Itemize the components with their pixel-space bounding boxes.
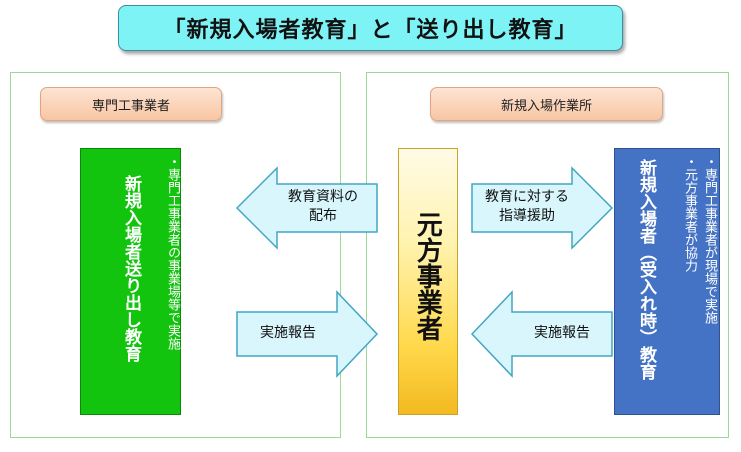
arrow-distribute-label-line2: 配布 — [309, 207, 337, 224]
arrow-distribute-materials — [235, 166, 378, 250]
onsite-education-title: 新規入場者（受入れ時）教育 — [636, 159, 656, 380]
box-dispatch-education: ・専門工事業者の事業場等で実施 新規入場者送り出し教育 — [80, 148, 181, 415]
diagram-title: 「新規入場者教育」と「送り出し教育」 — [118, 5, 623, 51]
box-prime-contractor: 元方事業者 — [398, 148, 458, 415]
box-onsite-education: ・専門工事業者が現場で実施 ・元方事業者が協力 新規入場者（受入れ時）教育 — [614, 148, 720, 415]
arrow-distribute-label-line1: 教育資料の — [288, 189, 358, 205]
onsite-education-note-1: ・専門工事業者が現場で実施 — [702, 155, 717, 324]
arrow-report-right — [470, 290, 613, 378]
dispatch-education-title: 新規入場者送り出し教育 — [121, 175, 141, 362]
tag-new-site: 新規入場作業所 — [430, 87, 663, 121]
dispatch-education-note: ・専門工事業者の事業場等で実施 — [165, 155, 180, 350]
arrow-distribute-label: 教育資料の 配布 — [268, 188, 378, 226]
tag-subcontractor: 専門工事業者 — [40, 87, 222, 121]
arrow-report-right-label: 実施報告 — [534, 325, 590, 341]
arrow-guidance-support — [471, 166, 614, 250]
arrow-report-left-label: 実施報告 — [260, 325, 316, 341]
arrow-report-left — [236, 290, 379, 378]
arrow-guidance-label-line1: 教育に対する — [485, 189, 569, 205]
arrow-guidance-label-line2: 指導援助 — [499, 207, 555, 224]
prime-contractor-label: 元方事業者 — [412, 211, 443, 341]
arrow-guidance-label: 教育に対する 指導援助 — [472, 188, 582, 226]
onsite-education-note-2: ・元方事業者が協力 — [682, 155, 697, 272]
